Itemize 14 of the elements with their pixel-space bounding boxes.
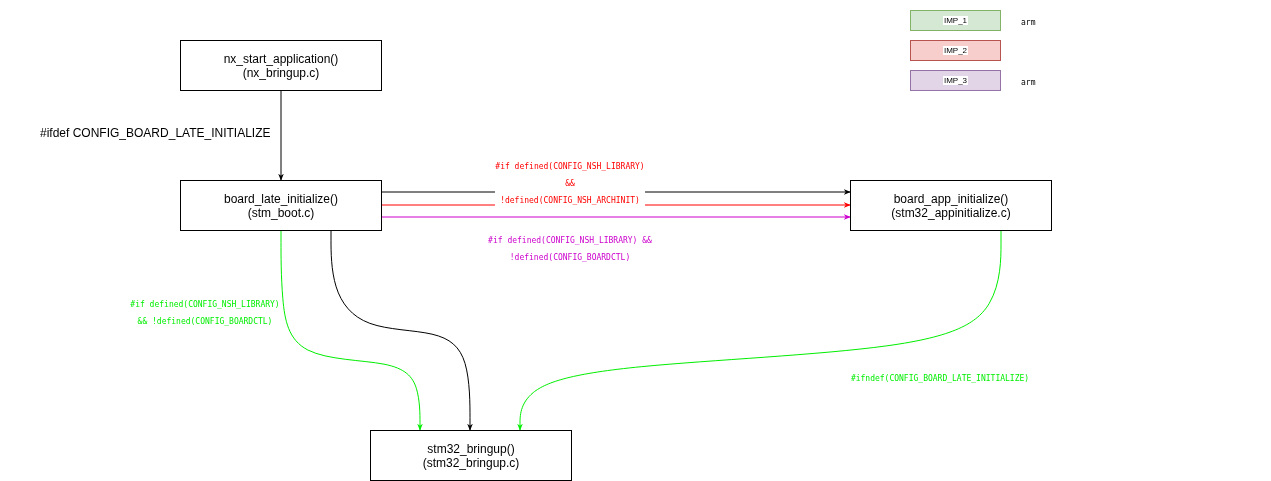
arrow [381, 214, 851, 220]
note-text: arm [1021, 17, 1036, 29]
function-box: board_late_initialize() (stm_boot.c) [180, 180, 382, 231]
legend-text: IMP_2 [942, 46, 969, 55]
arrow [330, 230, 473, 431]
function-box: board_app_initialize() (stm32_appinitialize.c) [850, 180, 1052, 231]
legend-text: IMP_3 [942, 76, 969, 85]
arrow [517, 230, 1002, 431]
note-text: arm [1021, 77, 1036, 89]
legend-text: IMP_1 [942, 16, 969, 25]
function-box: nx_start_application() (nx_bringup.c) [180, 40, 382, 91]
arrow [278, 90, 284, 181]
function-box: stm32_bringup() (stm32_bringup.c) [370, 430, 572, 481]
arrow [280, 230, 423, 431]
